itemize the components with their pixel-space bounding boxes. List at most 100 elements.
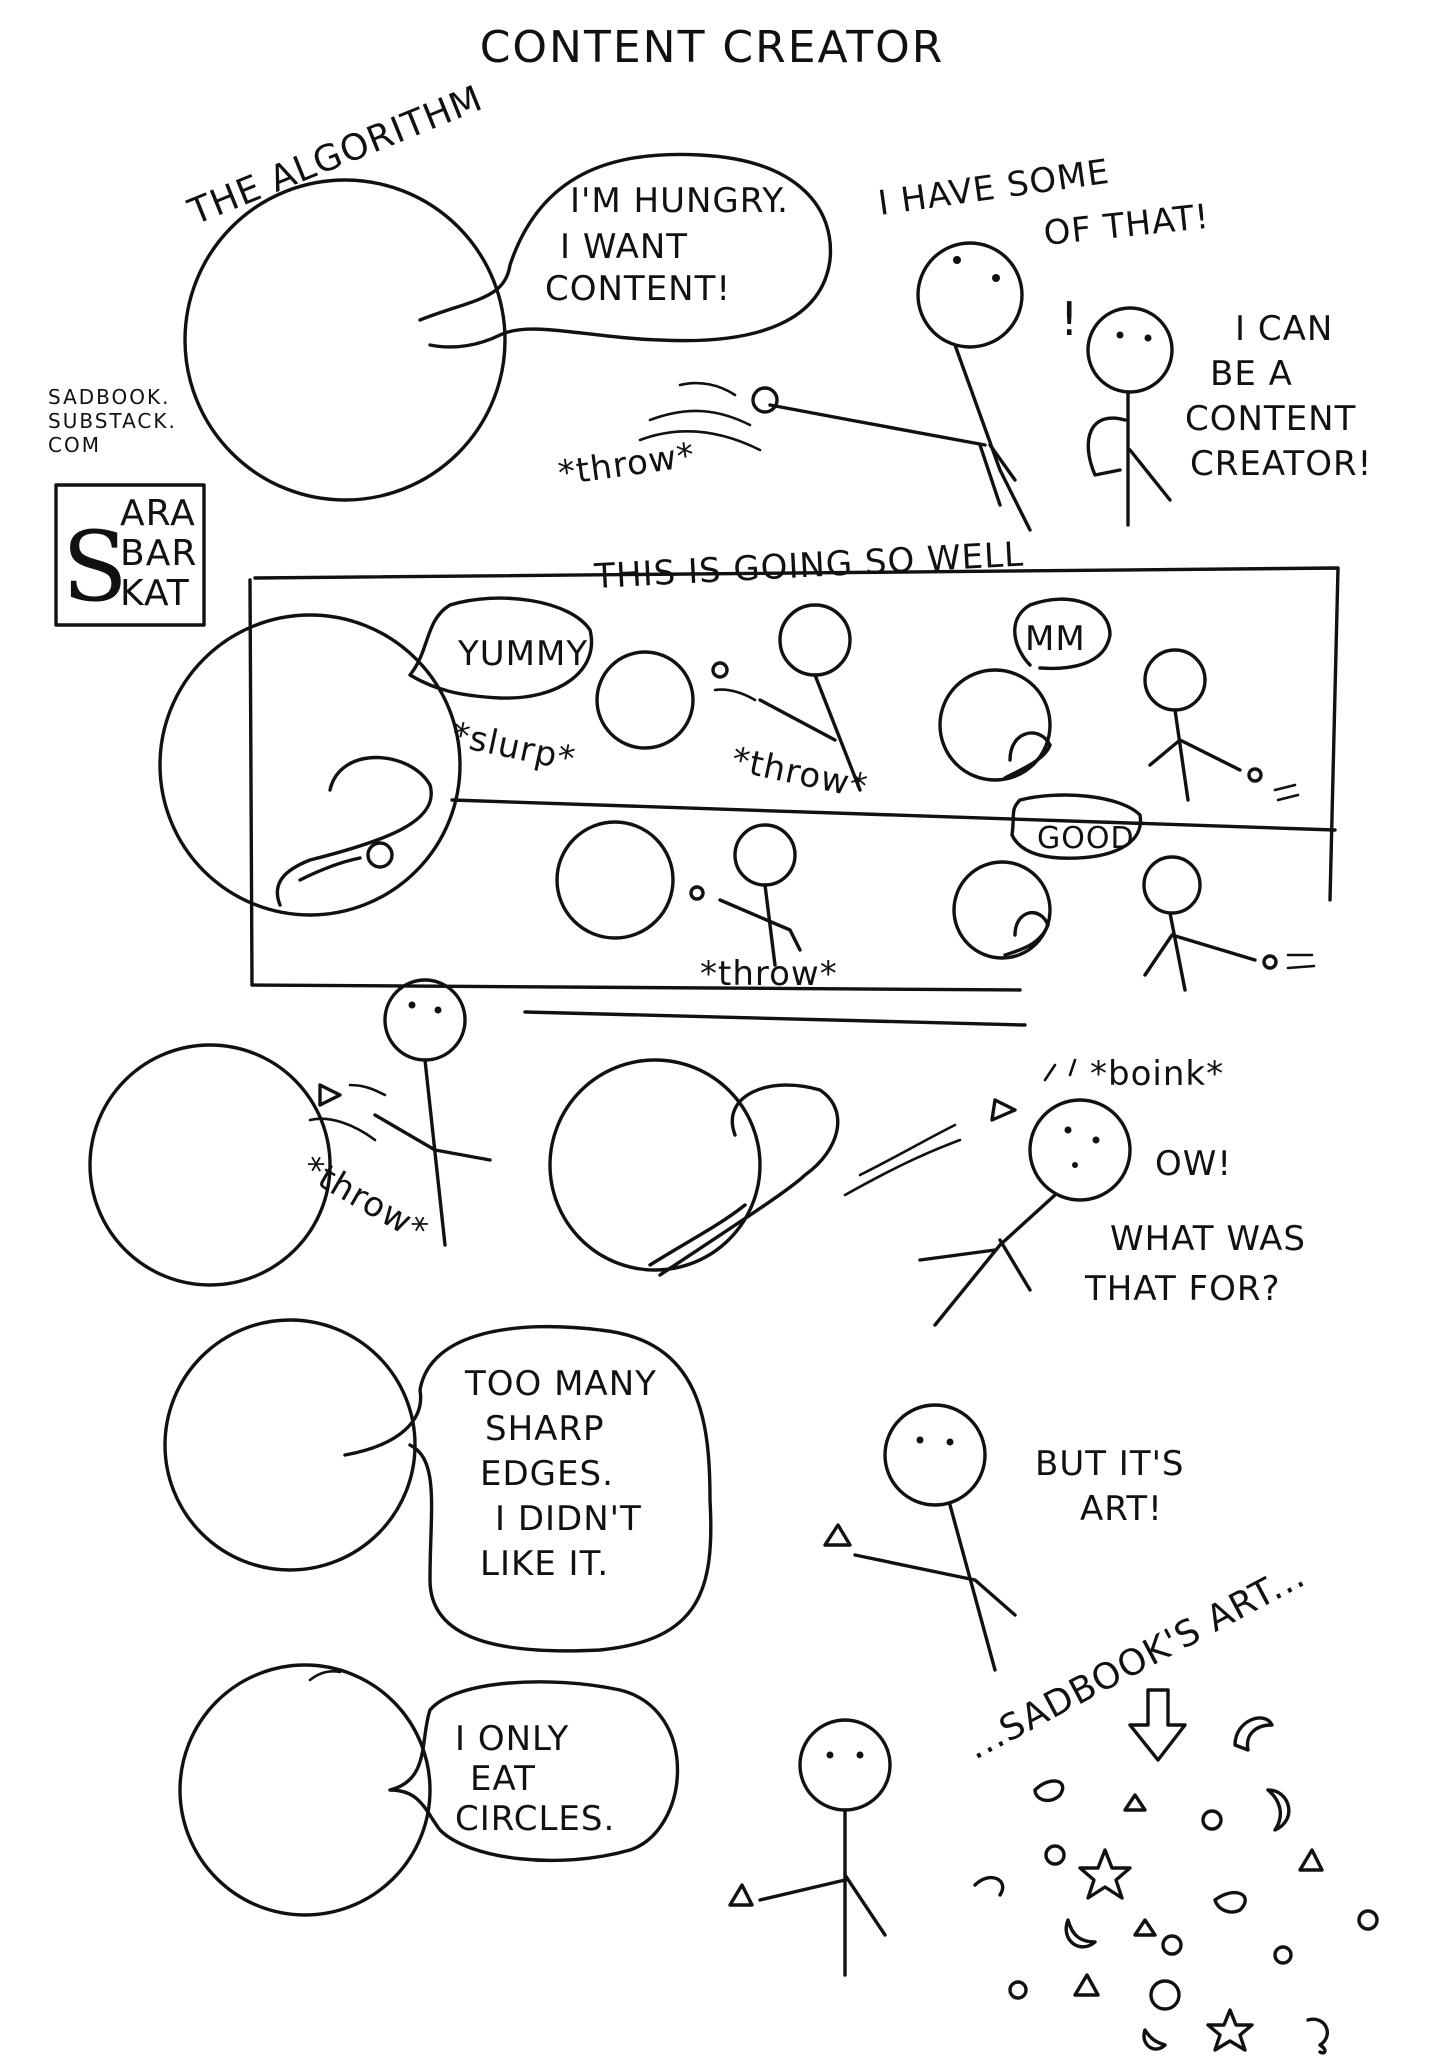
algorithm-speech-line: EAT [470,1759,536,1799]
credit-site-line: SADBOOK. [48,385,170,409]
stick-figure-creator [758,1718,892,1977]
circle-icon [1357,1909,1379,1931]
kid-line: CONTENT [1185,399,1356,439]
yummy-speech-bubble [408,596,594,700]
circle-icon [1161,1934,1183,1956]
question-line: WHAT WAS [1110,1219,1306,1259]
triangle-content [823,1523,852,1547]
logo-line: BAR [120,533,197,574]
circle-icon [1149,1979,1181,2011]
logo-line: ARA [120,493,196,534]
reply-line: ART! [1080,1489,1163,1529]
algorithm-speech-line: I DIDN'T [495,1499,642,1539]
mm-speech-bubble [1013,597,1112,671]
swirl-icon [1213,1890,1247,1914]
circle-icon [1273,1945,1293,1965]
credit-site-line: SUBSTACK. [48,409,177,433]
algorithm-circle [163,1318,417,1572]
algorithm-speech-line: TOO MANY [464,1364,657,1404]
thrown-content-ball [751,386,779,414]
kid-line: CREATOR! [1190,444,1372,484]
swirl-icon [973,1875,1005,1897]
algorithm-speech-line: SHARP [485,1409,605,1449]
logo-line: KAT [120,573,190,614]
algorithm-circle [88,1043,332,1287]
credit-block: SADBOOK. SUBSTACK. COM S ARA BAR KAT [48,385,206,627]
logo-big-letter: S [62,511,129,623]
triangle-icon [1073,1973,1100,1997]
triangle-icon [1298,1848,1324,1872]
algorithm-circle [548,1058,762,1272]
algorithm-speech-bubble [388,1680,680,1863]
creator-line: OF THAT! [1042,197,1212,254]
triangle-content [728,1883,754,1907]
panel-2-border [248,566,1340,992]
comic-title: CONTENT CREATOR [480,22,945,73]
panel-4: TOO MANY SHARP EDGES. I DIDN'T LIKE IT. … [163,1318,1185,1672]
algorithm-circle [595,650,695,750]
algorithm-speech-line: CIRCLES. [455,1799,615,1839]
stick-figure-kid [1086,306,1174,527]
art-label: ...SADBOOK'S ART... [960,1555,1312,1768]
credit-site-line: COM [48,433,101,457]
algorithm-circle [938,668,1052,782]
triangle-content [318,1083,342,1107]
algorithm-speech-line: I ONLY [455,1719,569,1759]
triangle-icon [1123,1793,1147,1812]
panel-3: *throw* *boink* OW! WHAT WAS THAT FOR? [88,978,1306,1327]
stick-figure-hurt [918,1098,1132,1327]
triangle-icon [1133,1918,1157,1937]
exclaim-mark: ! [1060,292,1079,346]
stick-figure-creator [373,978,492,1247]
stick-figure-creator [718,823,802,967]
slurp-sfx: *slurp* [448,715,579,780]
circle-icon [1044,1844,1066,1866]
star-icon [1206,2008,1254,2052]
circle-icon [1201,1809,1223,1831]
swirl-icon [1033,1779,1065,1803]
algorithm-speech-line: CONTENT! [545,269,731,309]
mm-text: MM [1025,619,1086,659]
art-shape-cluster [973,1716,1379,2055]
stick-figure-creator [1142,855,1316,992]
stick-figure-creator [768,241,1032,532]
circle-icon [1008,1980,1028,2000]
throw-sfx: *throw* [728,740,871,808]
panel-5: I ONLY EAT CIRCLES. ...SADBOOK'S ART... [178,1555,1379,2055]
algorithm-speech-line: I WANT [560,227,688,267]
algorithm-speech-line: LIKE IT. [480,1544,609,1584]
crescent-icon [1233,1716,1274,1752]
algorithm-circle [555,820,675,940]
kid-line: BE A [1210,354,1293,394]
panel-1: THE ALGORITHM I'M HUNGRY. I WANT CONTENT… [182,78,1372,532]
algorithm-speech-line: EDGES. [480,1454,614,1494]
crescent-icon [1064,1918,1097,1949]
yummy-text: YUMMY [457,634,588,674]
star-icon [1078,1848,1132,1900]
algorithm-speech-line: I'M HUNGRY. [570,181,789,221]
stick-figure-creator [1143,648,1300,802]
good-speech-bubble [1010,793,1143,860]
algorithm-circle [183,178,507,502]
boink-sfx: *boink* [1090,1054,1224,1094]
good-text: GOOD [1037,821,1135,856]
throw-sfx: *throw* [296,1148,435,1252]
question-line: THAT FOR? [1084,1269,1281,1309]
algorithm-circle [158,613,462,917]
logo-box [54,483,206,627]
crescent-icon [1266,1788,1291,1832]
throw-sfx: *throw* [700,954,838,994]
panel-2: THIS IS GOING SO WELL YUMMY *slurp* *thr… [158,535,1340,994]
algorithm-speech-bubble [418,152,833,349]
swirl-icon [1306,2017,1329,2055]
reply-line: BUT IT'S [1035,1444,1185,1484]
ow-text: OW! [1155,1144,1232,1184]
kid-line: I CAN [1235,309,1333,349]
throw-sfx: *throw* [556,435,698,494]
algorithm-circle [178,1663,432,1917]
panel-2-caption: THIS IS GOING SO WELL [592,535,1025,598]
crescent-icon [1142,2028,1167,2051]
stick-figure-creator [853,1403,1017,1672]
stick-figure-creator [758,603,862,792]
